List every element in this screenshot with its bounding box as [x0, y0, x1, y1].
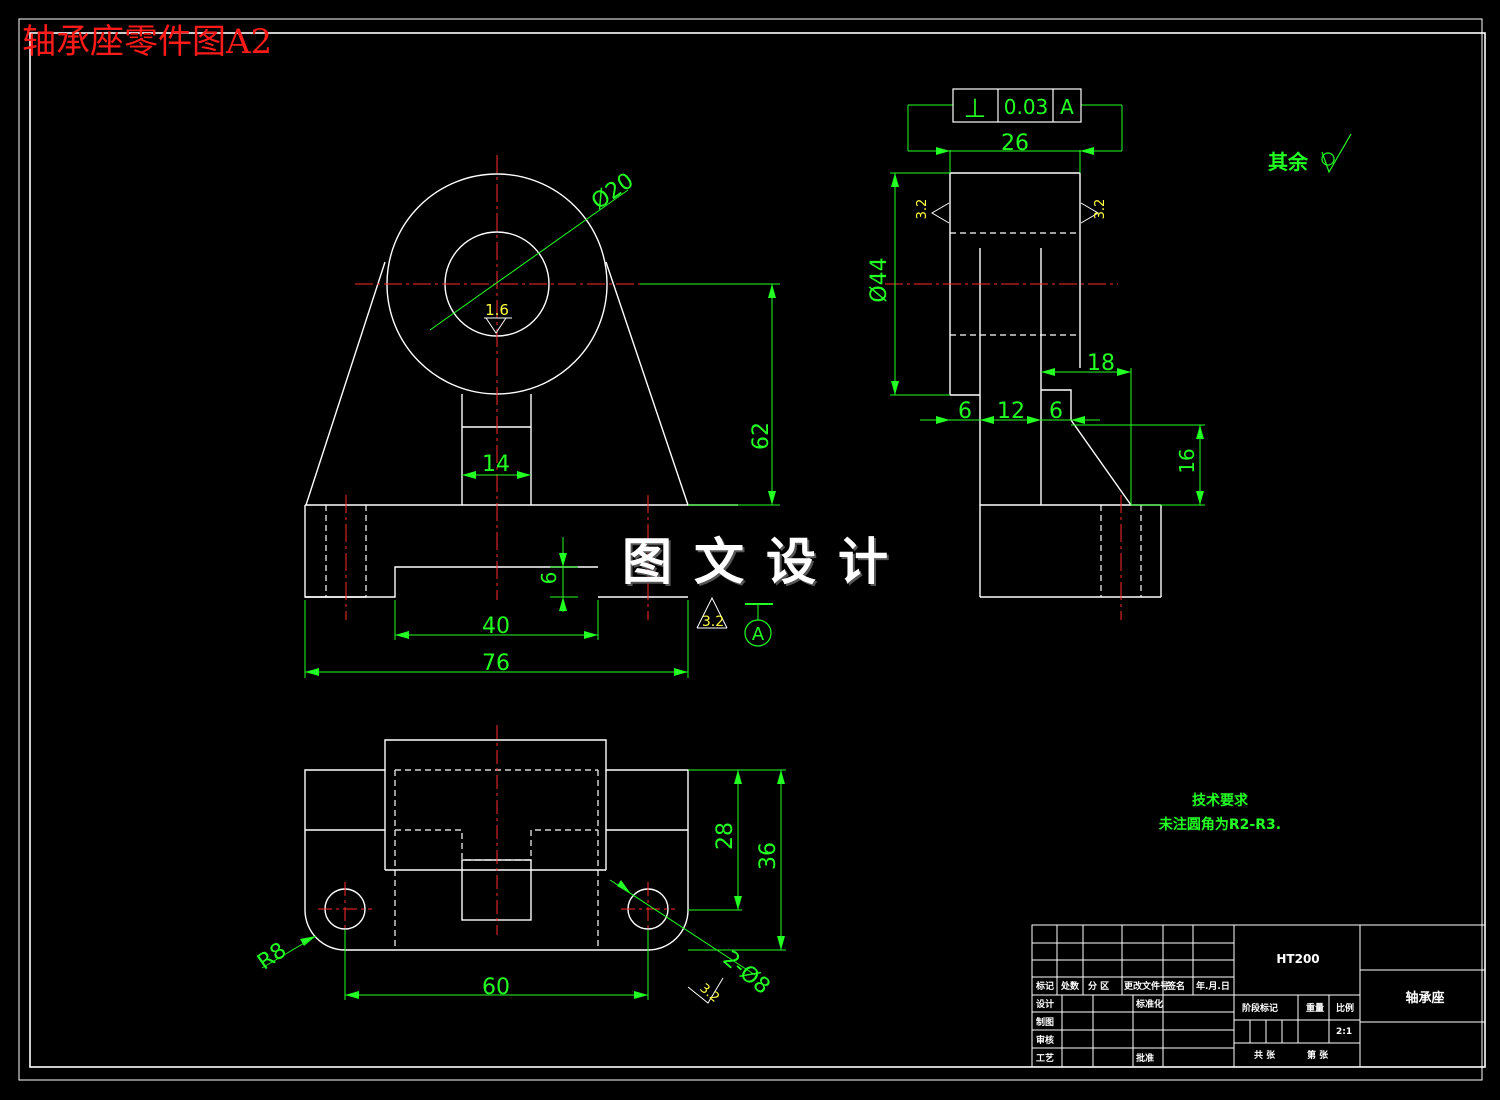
dim-front-web-width: 14	[482, 452, 510, 477]
tb-label-approve: 批准	[1136, 1052, 1154, 1064]
dim-side-rib-height: 18	[1087, 351, 1115, 376]
side-dimension-lines	[890, 104, 1205, 506]
roughness-symbol-side-left: 3.2	[915, 199, 950, 224]
dim-side-bore-diameter: Ø44	[867, 257, 892, 302]
dim-side-top-width: 26	[1001, 131, 1029, 156]
tb-label-count: 处数	[1060, 980, 1080, 992]
dim-side-segment-a: 6	[958, 399, 972, 424]
tb-label-stage-mark: 阶段标记	[1242, 1002, 1278, 1014]
dim-top-holes: 2-Ø8	[718, 946, 775, 999]
roughness-symbol-base: 3.2	[696, 596, 728, 630]
dim-front-overall-width: 76	[482, 651, 510, 676]
roughness-side-right-value: 3.2	[1093, 199, 1108, 220]
front-hidden-lines	[325, 505, 367, 597]
dim-top-corner-radius: R8	[253, 938, 291, 975]
datum-label: A	[752, 624, 765, 645]
dim-front-slot-width: 40	[482, 614, 510, 639]
front-centerlines	[345, 155, 649, 620]
dim-top-depth-inner: 28	[713, 822, 738, 850]
dim-top-hole-spacing: 60	[482, 975, 510, 1000]
tb-label-mark: 标记	[1035, 980, 1054, 992]
remaining-finish-symbol	[1321, 133, 1352, 174]
front-arrowheads	[305, 284, 776, 676]
side-centerlines	[885, 283, 1122, 620]
tb-part-name: 轴承座	[1405, 990, 1444, 1006]
tb-label-standardize: 标准化	[1135, 998, 1163, 1010]
dim-front-bore-diameter: Ø20	[587, 168, 638, 214]
tolerance-symbol: ⊥	[964, 94, 987, 124]
datum-symbol-a: A	[744, 603, 773, 647]
tb-label-process: 工艺	[1036, 1052, 1054, 1064]
dim-side-segment-b: 12	[997, 399, 1025, 424]
outer-border	[18, 18, 1483, 1081]
dim-top-depth-outer: 36	[756, 842, 781, 870]
tolerance-value: 0.03	[1004, 95, 1049, 119]
dim-side-chamfer-height: 16	[1175, 448, 1199, 473]
watermark: 图文设计	[622, 533, 910, 591]
tb-label-zone: 分 区	[1088, 980, 1109, 992]
tb-label-date: 年.月.日	[1196, 980, 1230, 992]
roughness-symbol-holes: 3.2	[687, 977, 724, 1006]
top-dimension-lines	[261, 769, 786, 1000]
roughness-holes-value: 3.2	[697, 981, 722, 1006]
tb-label-sheets-total: 共 张	[1254, 1049, 1276, 1061]
technical-requirements-heading: 技术要求	[1192, 793, 1248, 809]
tb-label-drafting: 制图	[1036, 1016, 1054, 1028]
tb-label-doc-no: 更改文件号	[1124, 980, 1169, 992]
drawing-title: 轴承座零件图A2	[22, 22, 273, 62]
dim-front-height: 62	[749, 422, 774, 450]
tb-scale-value: 2:1	[1336, 1027, 1352, 1037]
roughness-bore-value: 1.6	[485, 301, 509, 319]
tb-label-sign: 签名	[1166, 980, 1185, 992]
tb-label-weight: 重量	[1306, 1002, 1324, 1014]
side-view	[949, 172, 1162, 598]
side-hidden-lines	[950, 232, 1142, 597]
inner-border	[29, 32, 1486, 1068]
tb-label-sheet-no: 第 张	[1307, 1049, 1329, 1061]
roughness-base-value: 3.2	[702, 614, 724, 630]
tb-label-scale: 比例	[1336, 1002, 1354, 1014]
roughness-symbol-bore: 1.6	[484, 301, 512, 334]
title-block-labels: 标记 处数 分 区 更改文件号 签名 年.月.日 设计 标准化 制图 审核 工艺…	[1035, 980, 1354, 1064]
technical-requirements-line: 未注圆角为R2-R3.	[1158, 817, 1282, 833]
geometric-tolerance-frame: ⊥ 0.03 A	[952, 88, 1082, 124]
tb-label-check: 审核	[1036, 1034, 1054, 1046]
tb-material: HT200	[1276, 952, 1319, 966]
dim-front-slot-depth: 6	[537, 572, 561, 585]
top-centerlines	[318, 725, 675, 936]
roughness-side-left-value: 3.2	[915, 199, 930, 220]
title-block	[1031, 924, 1486, 1068]
dim-side-segment-c: 6	[1049, 399, 1063, 424]
tb-label-design: 设计	[1036, 998, 1054, 1010]
remaining-finish-label: 其余	[1268, 150, 1308, 174]
top-arrowheads	[300, 770, 785, 999]
roughness-symbol-side-right: 3.2	[1080, 199, 1108, 224]
side-arrowheads	[891, 147, 1204, 505]
tolerance-datum: A	[1060, 95, 1074, 119]
